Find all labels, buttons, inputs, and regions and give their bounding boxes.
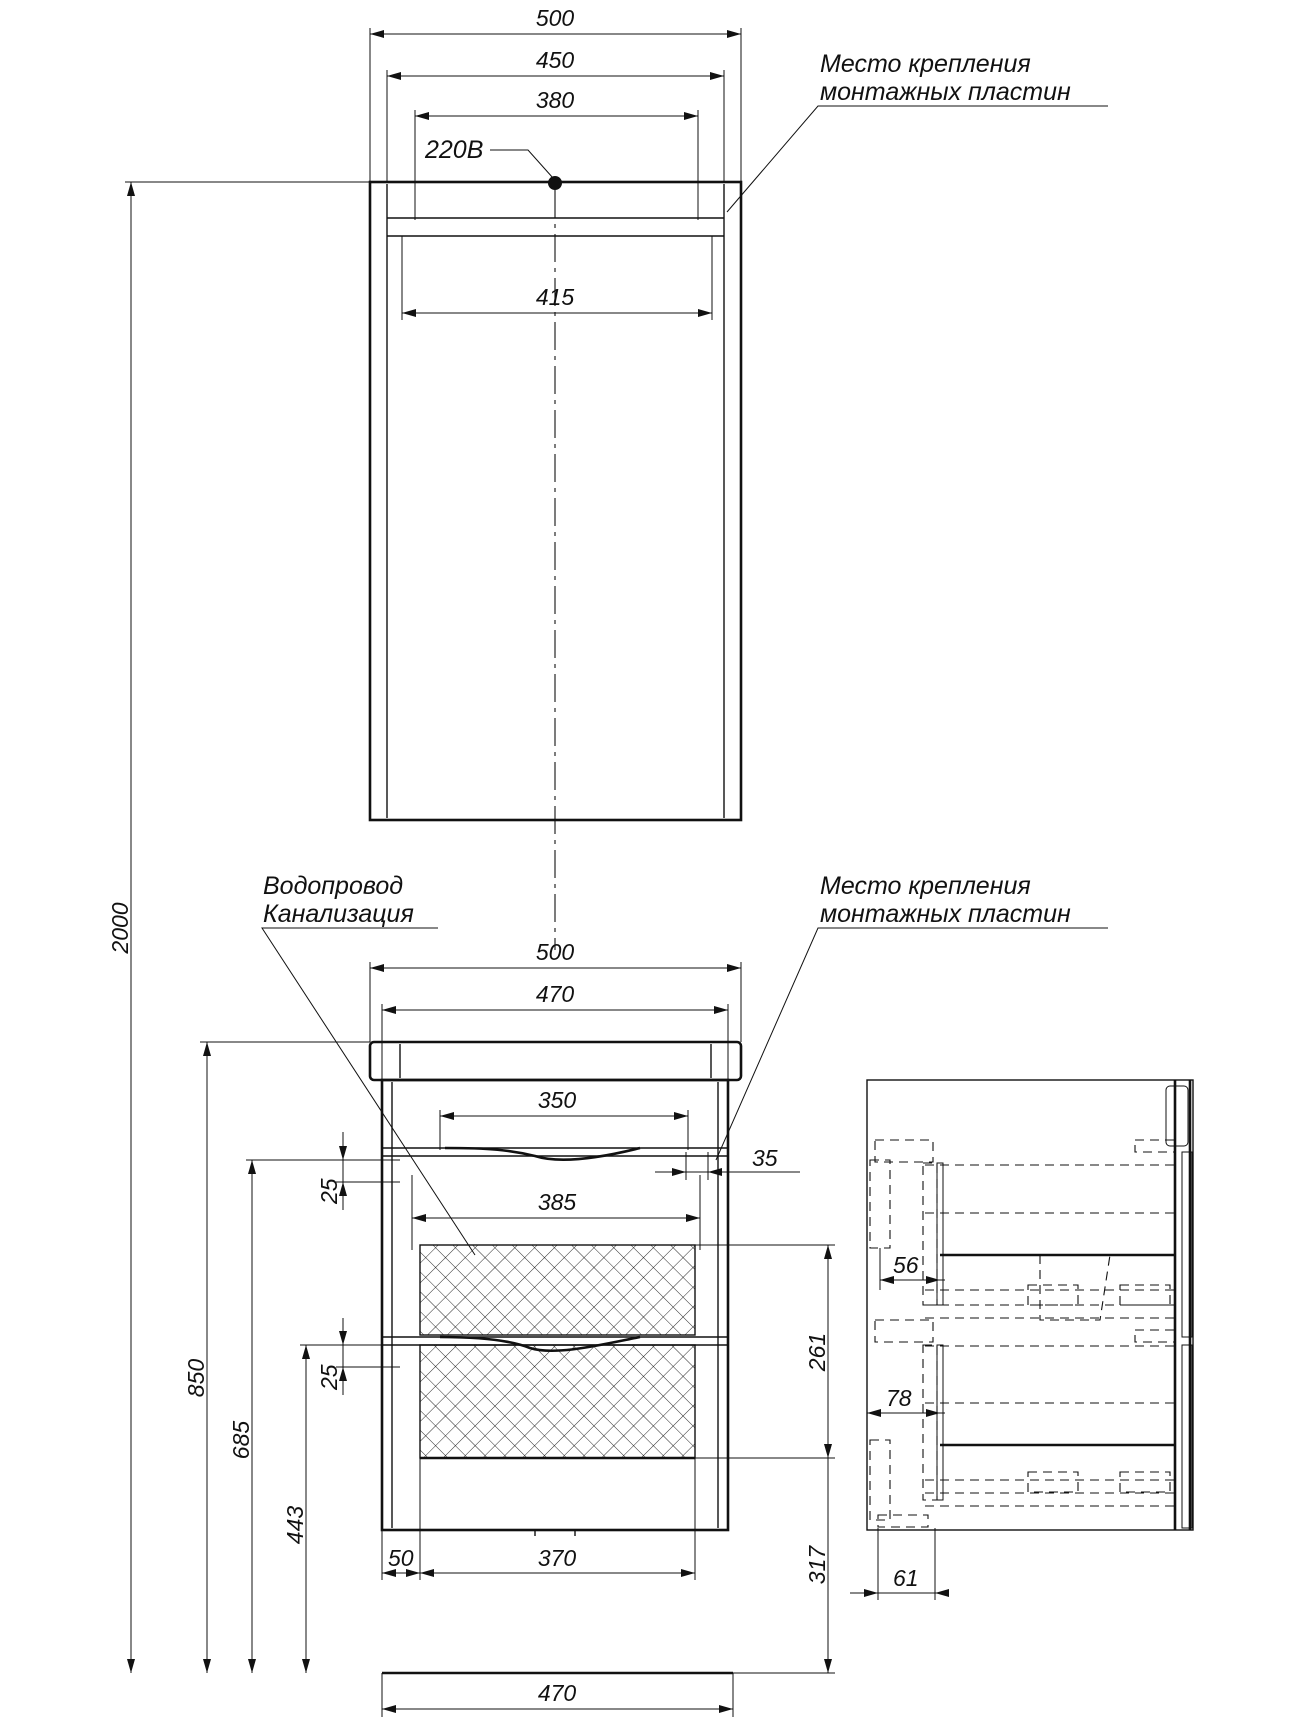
dim-470-base: 470	[538, 1680, 577, 1706]
dim-56: 56	[893, 1252, 919, 1278]
plumbing-label-line2: Канализация	[263, 900, 414, 928]
dim-470-top: 470	[536, 981, 575, 1007]
mount-label-bottom-line2: монтажных пластин	[820, 900, 1071, 928]
power-label: 220В	[424, 136, 483, 164]
dim-685: 685	[228, 1421, 254, 1460]
power-outlet-marker	[548, 176, 562, 190]
dim-2000: 2000	[107, 902, 133, 954]
side-section-view: 56 78 61	[850, 1079, 1194, 1600]
upper-dimensions: 500 450 380 415 220В Место крепления мон…	[369, 5, 1108, 320]
plumbing-zone-upper	[419, 1244, 696, 1336]
dim-25-top: 25	[316, 1178, 342, 1205]
overall-height-dimension: 2000	[107, 181, 370, 1673]
dim-78: 78	[886, 1385, 912, 1411]
dim-500-top: 500	[536, 5, 575, 31]
dim-35: 35	[752, 1145, 778, 1171]
dim-380: 380	[536, 87, 575, 113]
dim-25-bottom: 25	[316, 1364, 342, 1391]
dim-61: 61	[893, 1565, 919, 1591]
dim-370: 370	[538, 1545, 577, 1571]
upper-cabinet	[368, 176, 743, 950]
mount-label-top-line2: монтажных пластин	[820, 78, 1071, 106]
plumbing-label-line1: Водопровод	[263, 872, 403, 900]
dim-443: 443	[282, 1506, 308, 1545]
dim-385: 385	[538, 1189, 577, 1215]
dim-317: 317	[804, 1545, 830, 1585]
dim-415: 415	[536, 284, 575, 310]
vanity-cabinet	[368, 1040, 743, 1675]
mount-label-top-line1: Место крепления	[820, 50, 1031, 78]
mount-label-bottom-line1: Место крепления	[820, 872, 1031, 900]
dim-500-bottom: 500	[536, 939, 575, 965]
dim-450: 450	[536, 47, 575, 73]
dim-261: 261	[804, 1333, 830, 1372]
dim-50: 50	[388, 1545, 414, 1571]
dim-850: 850	[183, 1359, 209, 1398]
plumbing-zone-lower	[419, 1344, 696, 1459]
dim-350: 350	[538, 1087, 577, 1113]
vanity-dimensions: 500 470 350 35 385 25 25	[183, 872, 1108, 1717]
